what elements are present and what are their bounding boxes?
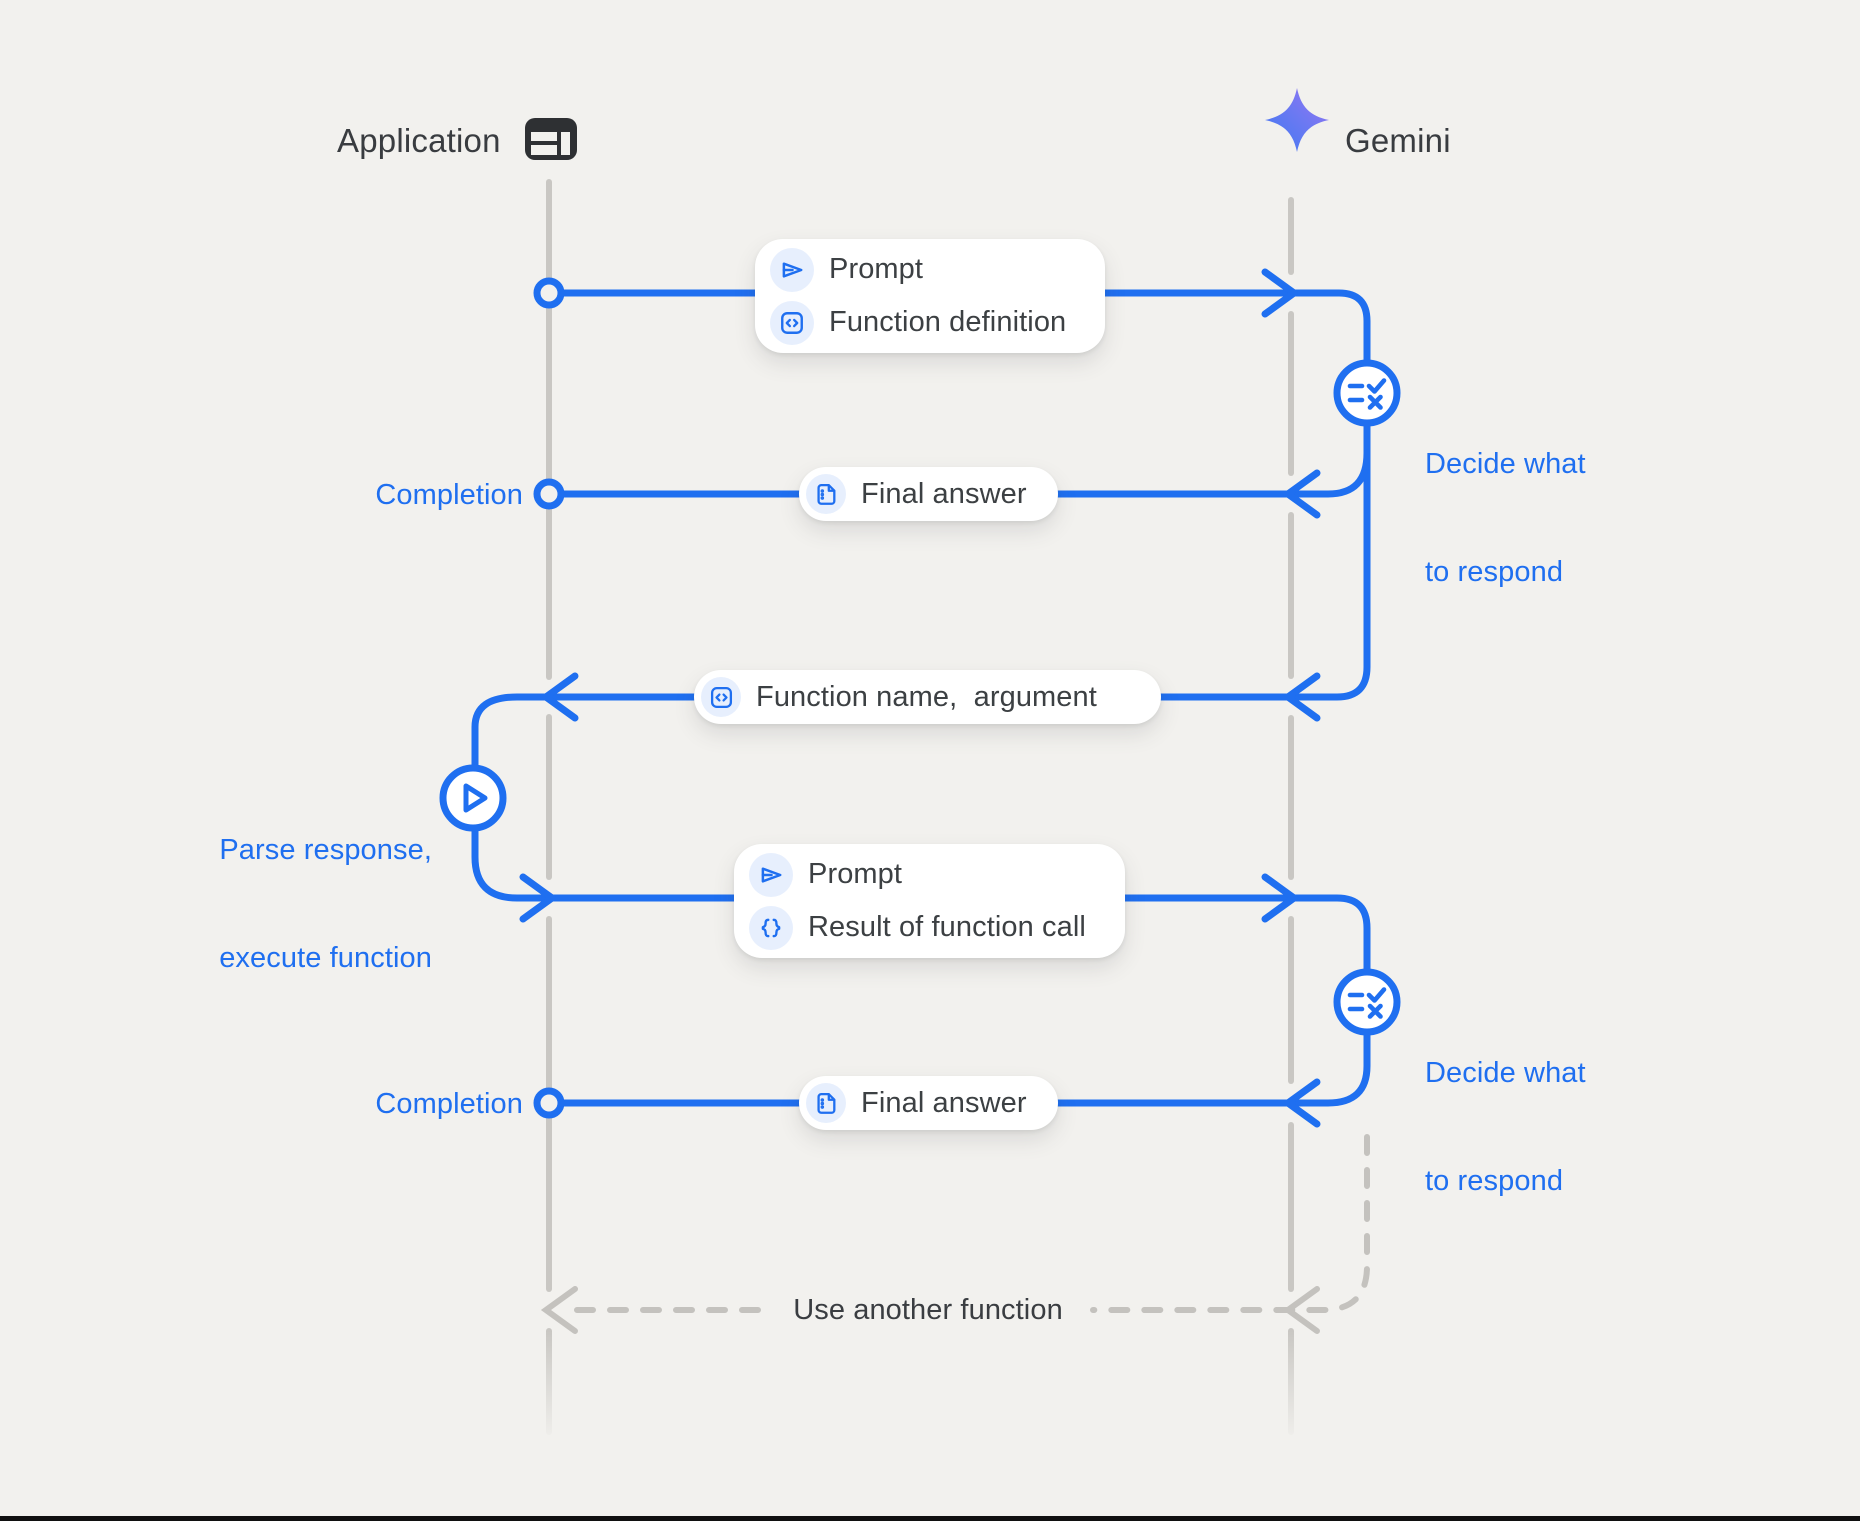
message-row: Function name, argument [701,677,1139,717]
path-final-answer-2 [545,1028,1371,1107]
message-label: Result of function call [808,911,1086,943]
completion-label-1: Completion [375,479,523,511]
message-label: Function name, argument [756,680,1097,713]
message-row: Final answer [806,1083,1036,1123]
app-window-icon [525,118,577,160]
path-final-answer-1 [545,449,1371,498]
document-icon [806,474,846,514]
rule-check-x-icon [1347,987,1387,1019]
parse-label-line1: Parse response, [219,834,432,866]
ring-prompt [533,277,565,309]
decide-node-2 [1333,968,1401,1036]
message-label: Final answer [861,1086,1027,1119]
code-icon [770,300,814,345]
dashed-arrowhead-gemini [1282,1286,1320,1334]
message-label: Prompt [829,253,924,285]
message-label: Prompt [808,858,903,890]
message-row: Final answer [806,474,1036,514]
gemini-actor-label: Gemini [1345,122,1451,159]
ring-completion-2 [533,1087,565,1119]
message-row: Function definition [770,300,1081,345]
application-actor-label: Application [337,122,501,159]
dashed-arrowhead-application [540,1286,578,1334]
flow-paths [471,268,1371,1128]
message-box-function-name-argument: Function name, argument [694,670,1161,724]
path-function-name-to-application [471,419,1371,772]
use-another-function-label: Use another function [793,1294,1063,1326]
message-box-final-answer-1: Final answer [799,467,1058,521]
use-another-function-dashed-path [540,1134,1370,1334]
path-result-to-gemini [471,824,1371,976]
decide-node-1 [1333,359,1401,427]
arrowhead-row4-right-app [519,873,556,923]
decide-label-2: Decide what to respond [1425,983,1586,1271]
decide-label-line1: Decide what [1425,1057,1586,1089]
message-label: Final answer [861,477,1027,510]
gemini-spark-icon [1265,88,1329,152]
decide-label-line2: to respond [1425,556,1564,588]
arrowhead-row3-left-app [542,672,579,722]
completion-label-2: Completion [375,1088,523,1120]
code-icon [701,677,741,717]
message-box-final-answer-2: Final answer [799,1076,1058,1130]
message-row: Prompt [749,852,1101,897]
parse-label-line2: execute function [219,942,432,974]
message-box-prompt-function-definition: Prompt Function definition [755,239,1105,353]
arrowhead-row3-left-gemini [1284,672,1321,722]
rule-check-x-icon [1347,378,1387,410]
send-icon [749,852,793,897]
decide-label-1: Decide what to respond [1425,374,1586,662]
decide-label-line1: Decide what [1425,448,1586,480]
parse-node [439,764,507,832]
path-prompt-to-gemini [545,289,1371,367]
braces-icon [749,905,793,950]
ring-completion-1 [533,478,565,510]
parse-label: Parse response, execute function [150,760,432,1048]
play-icon [463,783,488,813]
bottom-border [0,1516,1860,1521]
send-icon [770,247,814,292]
arrowhead-row4-right-gemini [1261,873,1298,923]
message-label: Function definition [829,306,1067,338]
message-box-prompt-result: Prompt Result of function call [734,844,1125,958]
document-icon [806,1083,846,1123]
arrowhead-row2-left [1284,469,1321,519]
arrowhead-row5-left [1284,1078,1321,1128]
origin-rings [533,277,565,1119]
arrowhead-row1-right [1261,268,1298,318]
message-row: Result of function call [749,905,1101,950]
decide-label-line2: to respond [1425,1165,1564,1197]
message-row: Prompt [770,247,1081,292]
